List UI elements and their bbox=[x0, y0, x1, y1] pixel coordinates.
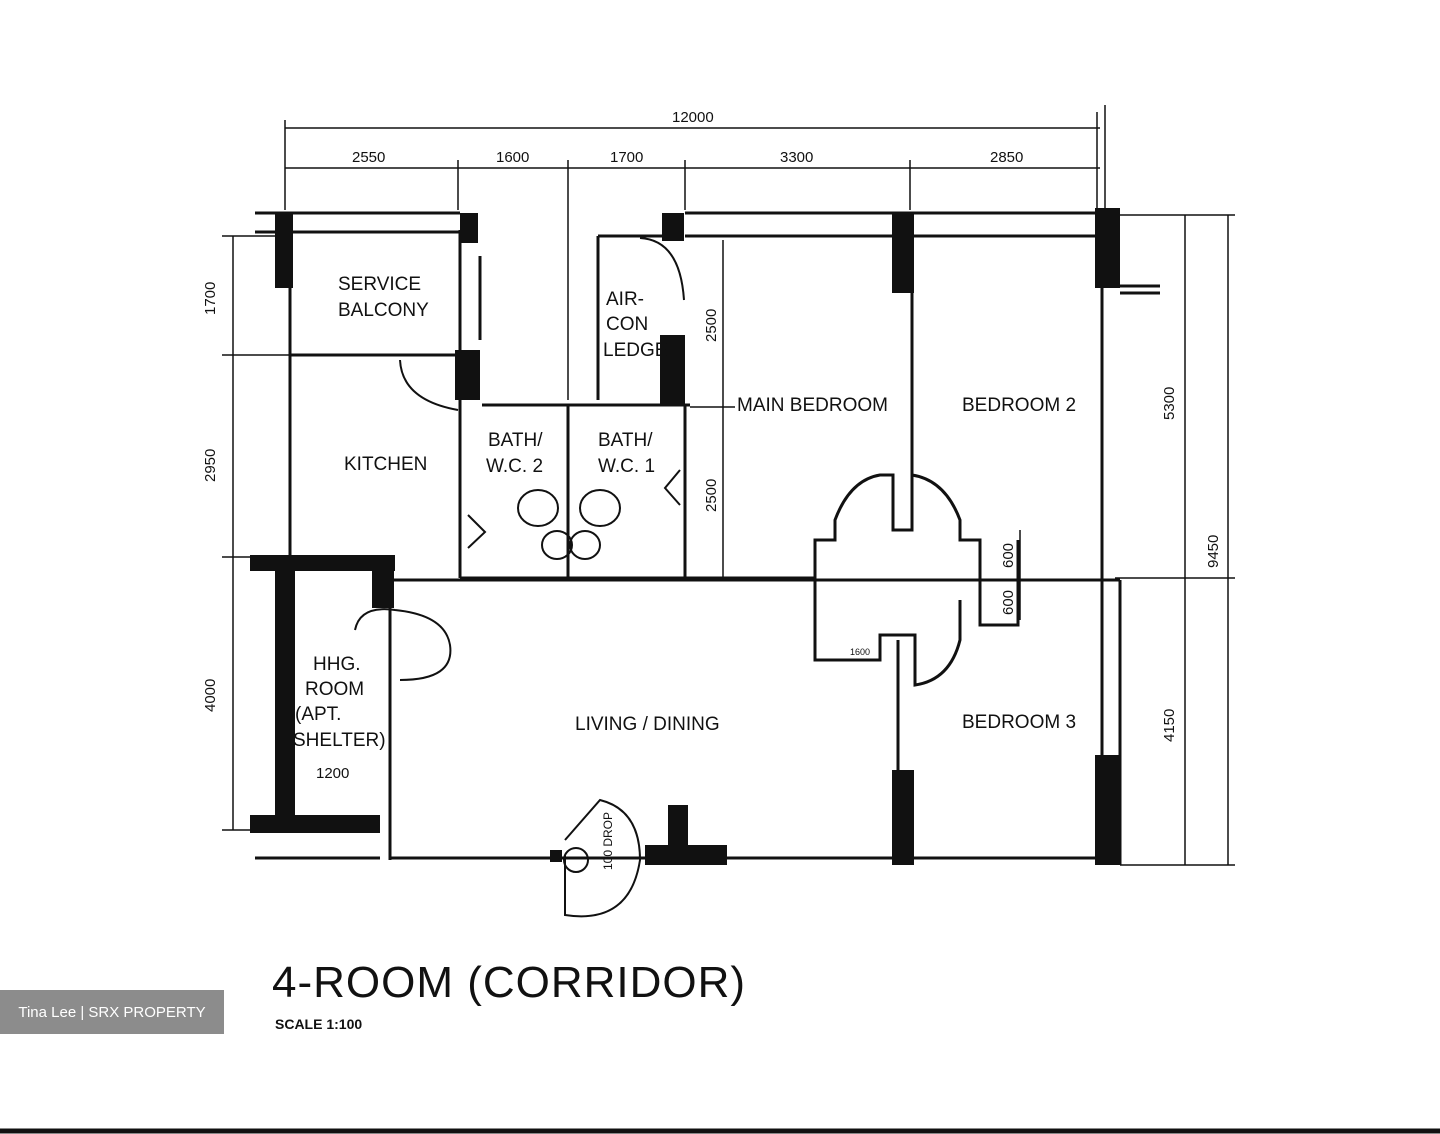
dim-wall-note: 1600 bbox=[850, 647, 870, 657]
dim-seg2: 1600 bbox=[496, 149, 529, 166]
shelter-label-3: (APT. bbox=[295, 704, 341, 725]
watermark: Tina Lee | SRX PROPERTY bbox=[0, 990, 224, 1034]
drop-label: 100 DROP bbox=[601, 812, 615, 870]
service-balcony-label-1: SERVICE bbox=[338, 274, 421, 295]
bath1-label-1: BATH/ bbox=[598, 430, 653, 451]
bath1-label-2: W.C. 1 bbox=[598, 456, 655, 477]
shelter-label-1: HHG. bbox=[313, 654, 361, 675]
dim-small1: 600 bbox=[1000, 543, 1017, 568]
dim-main-bed-upper: 2500 bbox=[703, 309, 720, 342]
kitchen-label: KITCHEN bbox=[344, 454, 427, 475]
shelter-width-label: 1200 bbox=[316, 765, 349, 782]
shelter-label-4: SHELTER) bbox=[293, 730, 386, 751]
plan-title: 4-ROOM (CORRIDOR) bbox=[272, 958, 747, 1007]
dim-left1: 1700 bbox=[202, 282, 219, 315]
dim-seg4: 3300 bbox=[780, 149, 813, 166]
dim-small2: 600 bbox=[1000, 590, 1017, 615]
aircon-ledge-label-1: AIR- bbox=[606, 289, 644, 310]
bath2-label-2: W.C. 2 bbox=[486, 456, 543, 477]
living-dining-label: LIVING / DINING bbox=[575, 714, 720, 735]
dim-total-width: 12000 bbox=[672, 109, 714, 126]
dim-right1: 5300 bbox=[1161, 387, 1178, 420]
dim-seg3: 1700 bbox=[610, 149, 643, 166]
dim-total-height: 9450 bbox=[1205, 535, 1222, 568]
shelter-label-2: ROOM bbox=[305, 679, 364, 700]
dim-seg1: 2550 bbox=[352, 149, 385, 166]
dim-left2: 2950 bbox=[202, 449, 219, 482]
bath2-label-1: BATH/ bbox=[488, 430, 543, 451]
aircon-ledge-label-3: LEDGE bbox=[603, 340, 667, 361]
aircon-ledge-label-2: CON bbox=[606, 314, 648, 335]
doors-fixtures bbox=[354, 237, 685, 918]
dimension-labels: 12000 2550 1600 1700 3300 2850 1700 2950… bbox=[202, 109, 1222, 870]
dimension-lines bbox=[222, 105, 1235, 866]
bedroom3-label: BEDROOM 3 bbox=[962, 712, 1076, 733]
dim-right2: 4150 bbox=[1161, 709, 1178, 742]
thick-walls bbox=[250, 208, 1120, 865]
bedroom2-label: BEDROOM 2 bbox=[962, 395, 1076, 416]
dim-main-bed-lower: 2500 bbox=[703, 479, 720, 512]
room-labels: SERVICE BALCONY KITCHEN AIR- CON LEDGE B… bbox=[293, 274, 1076, 782]
main-bedroom-label: MAIN BEDROOM bbox=[737, 395, 888, 416]
dim-seg5: 2850 bbox=[990, 149, 1023, 166]
plan-scale: SCALE 1:100 bbox=[275, 1016, 363, 1032]
service-balcony-label-2: BALCONY bbox=[338, 300, 429, 321]
dim-left3: 4000 bbox=[202, 679, 219, 712]
